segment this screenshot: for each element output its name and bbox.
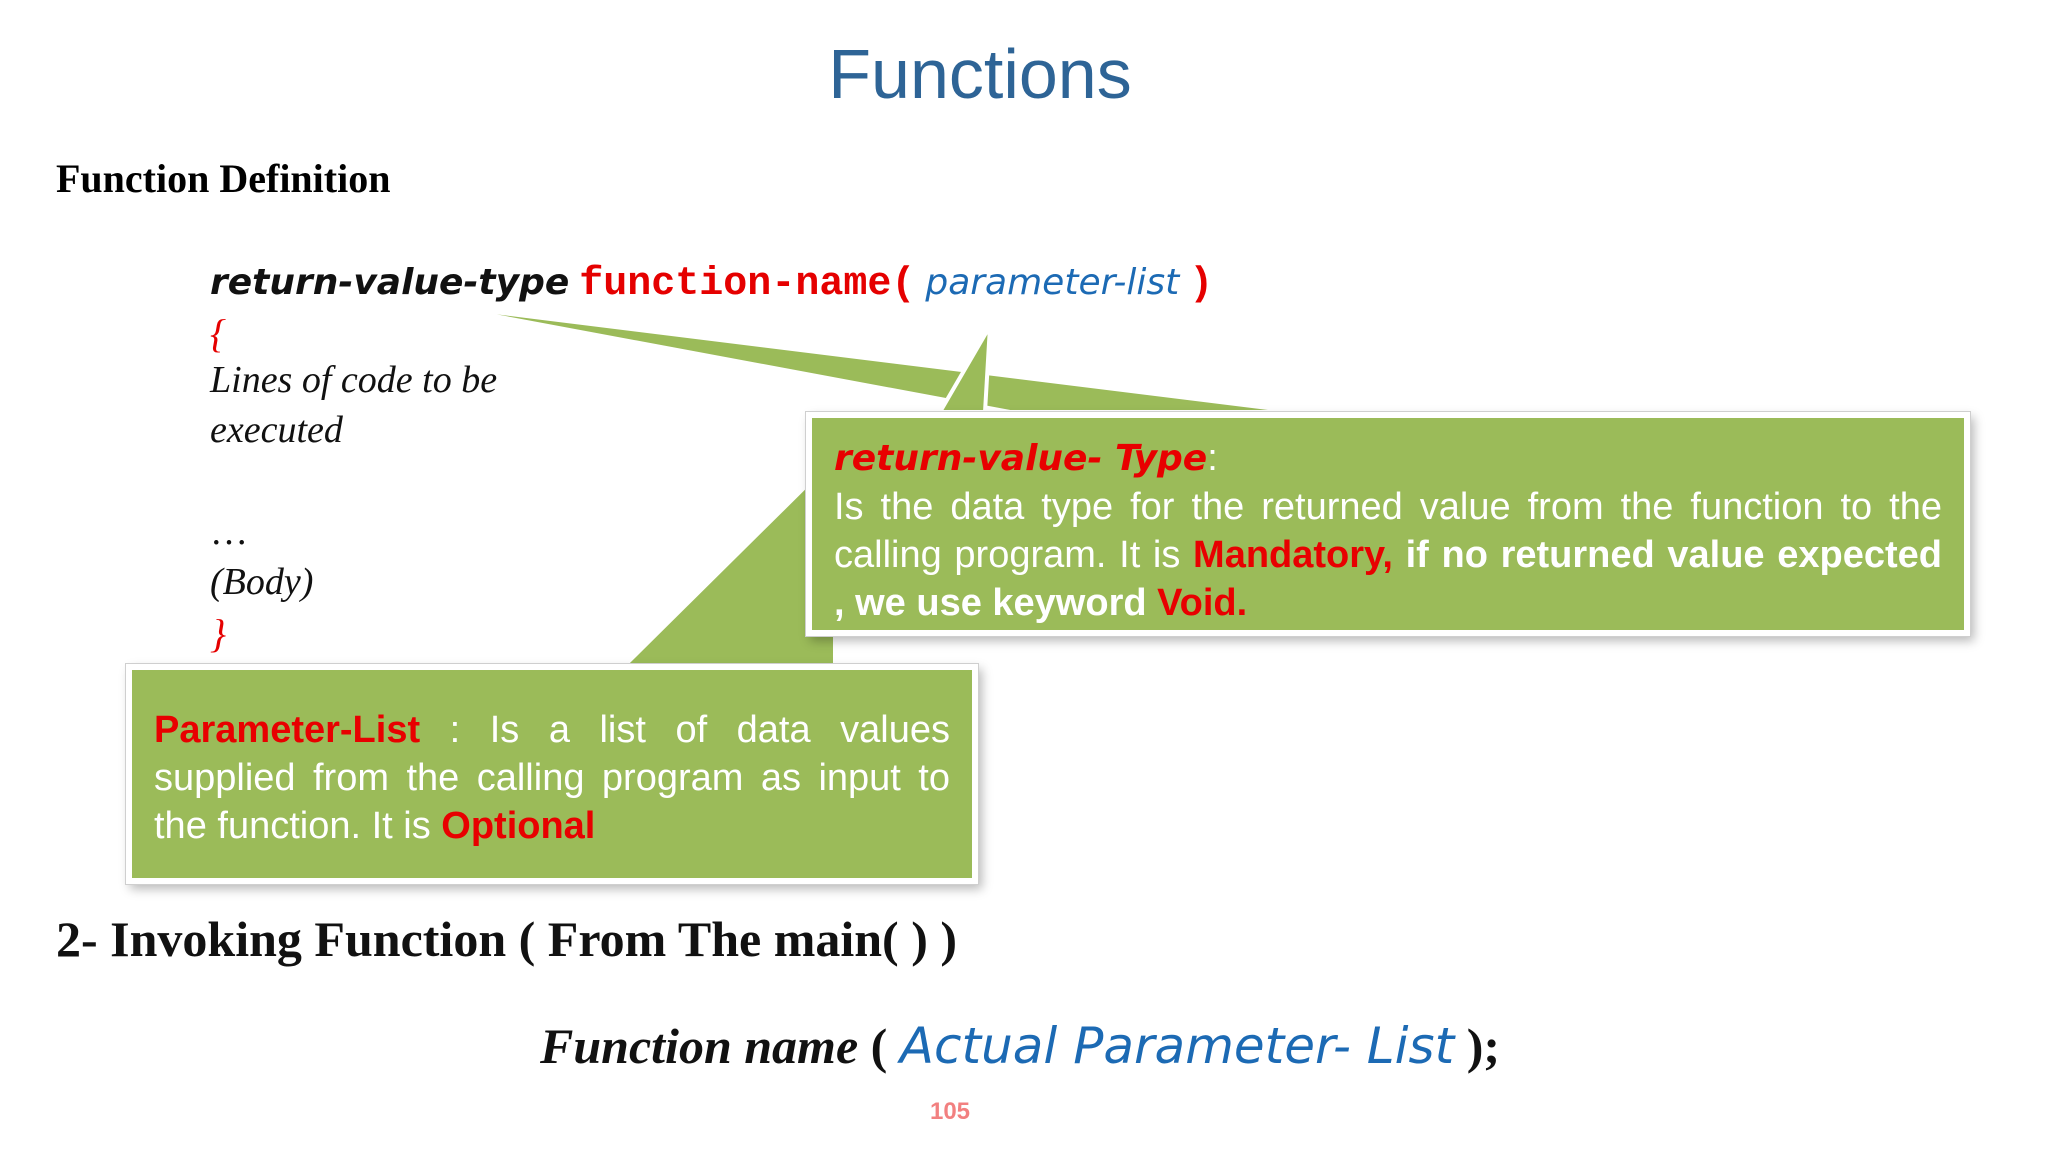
close-paren: )	[1189, 262, 1214, 307]
return-type-colon: :	[1207, 437, 1218, 479]
invoke-function-name: Function name	[540, 1018, 859, 1074]
parameter-list-description: : Is a list of data values supplied from…	[154, 709, 950, 847]
return-value-type-label: return-value-type	[210, 262, 570, 303]
slide-title: Functions	[828, 35, 1132, 113]
body-line-2: executed	[210, 409, 343, 451]
function-syntax-line: return-value-type function-name( paramet…	[210, 256, 1213, 310]
return-type-term: return-value- Type	[834, 438, 1208, 479]
void-keyword: Void.	[1157, 582, 1248, 624]
body-line-1: Lines of code to be	[210, 359, 498, 401]
return-type-description: Is the data type for the returned value …	[834, 486, 1942, 576]
return-type-condition: if no returned value expected , we use k…	[834, 534, 1942, 624]
optional-label: Optional	[441, 805, 596, 847]
mandatory-label: Mandatory,	[1193, 534, 1393, 576]
return-type-callout-pointer	[428, 302, 1302, 414]
param-list-callout-pointer-lower	[618, 478, 837, 672]
invoke-syntax-line: Function name ( Actual Parameter- List )…	[540, 1016, 1500, 1076]
body-label: (Body)	[210, 561, 314, 603]
body-ellipsis: …	[210, 511, 248, 553]
invoke-close: );	[1454, 1018, 1501, 1074]
parameter-list-label: parameter-list	[925, 262, 1180, 303]
open-brace: {	[210, 311, 226, 356]
return-type-callout: return-value- Type: Is the data type for…	[806, 412, 1970, 636]
invoke-open-paren: (	[858, 1018, 900, 1074]
invoking-function-heading: 2- Invoking Function ( From The main( ) …	[56, 911, 958, 967]
parameter-list-callout: Parameter-List : Is a list of data value…	[126, 664, 978, 884]
actual-parameter-list: Actual Parameter- List	[899, 1017, 1455, 1075]
function-name-label: function-name(	[579, 262, 916, 307]
page-number: 105	[929, 1098, 971, 1125]
close-brace: }	[210, 611, 226, 656]
parameter-list-term: Parameter-List	[154, 709, 421, 751]
function-definition-heading: Function Definition	[56, 156, 391, 201]
